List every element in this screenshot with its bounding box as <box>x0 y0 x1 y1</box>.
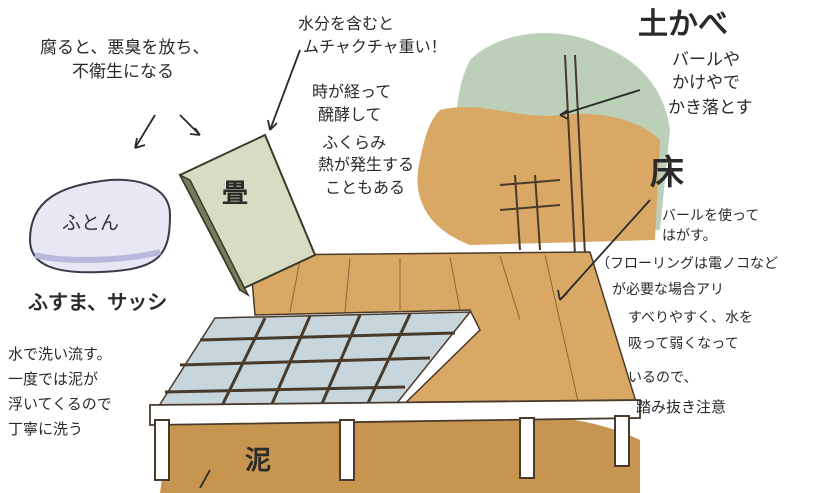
wall-brace <box>514 174 521 251</box>
futon-note-line1: 腐ると、悪臭を放ち、 <box>40 38 210 58</box>
floor-title: 床 <box>650 153 684 193</box>
fusuma-note-line4: 丁寧に洗う <box>8 420 84 438</box>
wall-note-line2: かけやで <box>672 73 740 93</box>
fusuma-title: ふすま、サッシ <box>28 290 168 314</box>
wall-brace <box>534 174 541 251</box>
floor-note-line6: 吸って弱くなって <box>628 336 739 352</box>
tatami-mat <box>178 133 317 298</box>
tatami-note-line7: こともある <box>325 178 406 197</box>
floor-note-line3: （フローリングは電ノコなど <box>596 256 778 272</box>
wall-post <box>564 54 576 256</box>
tatami-note-line5: ふくらみ <box>322 133 387 152</box>
tatami-note-line3: 時が経って <box>312 82 392 101</box>
floor-note-line7: いるので、 <box>628 370 698 386</box>
floor-note-line4: が必要な場合アリ <box>612 282 724 298</box>
floor-note-line5: すべりやすく、水を <box>628 310 754 326</box>
tatami-note-line4: 醗酵して <box>318 105 382 124</box>
wall-mud-layer <box>417 107 660 245</box>
floor-note-line8: 踏み抜き注意 <box>636 398 727 416</box>
tatami-note-line1: 水分を含むと <box>298 14 395 33</box>
tatami-note-line6: 熱が発生する <box>318 155 415 174</box>
wall-brace <box>499 204 561 211</box>
futon <box>28 178 172 274</box>
front-beam <box>149 399 641 426</box>
futon-label: ふとん <box>62 212 120 234</box>
fusuma-note-line1: 水で洗い流す。 <box>8 345 112 363</box>
futon-note-line2: 不衛生になる <box>72 62 174 82</box>
floor-note-line2: はがす。 <box>662 228 717 244</box>
arrows <box>134 49 651 489</box>
wall-note-line3: かき落とす <box>668 98 753 118</box>
tatami-label: 畳 <box>222 179 249 209</box>
wall-post <box>574 54 586 256</box>
mud-ground <box>160 414 640 493</box>
mud-label: 泥 <box>245 446 272 476</box>
wall-title: 土かべ <box>638 7 728 42</box>
floor-note-line1: バールを使って <box>662 208 760 224</box>
wall-note-line1: バールや <box>672 50 740 70</box>
fusuma-note-line2: 一度では泥が <box>8 370 99 388</box>
tatami-note-line2: ムチャクチャ重い！ <box>303 37 447 56</box>
fusuma-note-line3: 浮いてくるので <box>8 395 112 413</box>
wall-brace <box>499 179 561 186</box>
floor-boards <box>249 251 642 419</box>
